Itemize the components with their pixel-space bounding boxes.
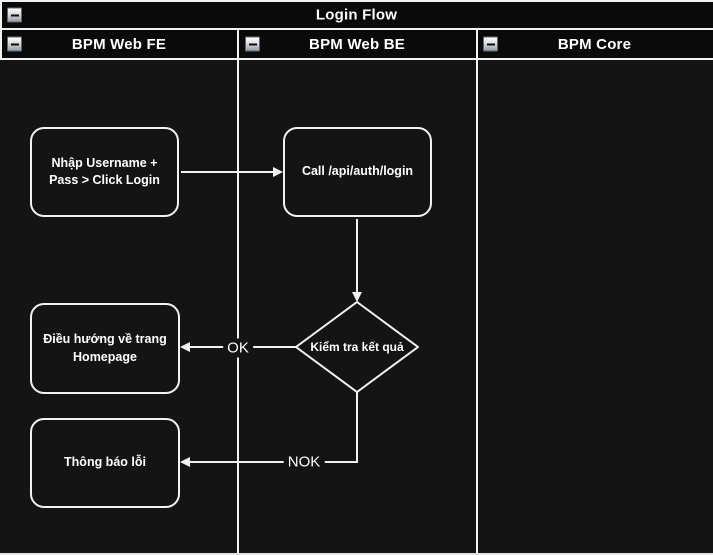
edge-credentials-to-api[interactable] xyxy=(181,171,275,173)
lane-header-bpm-web-be[interactable]: BPM Web BE xyxy=(238,30,476,60)
collapse-minus-icon[interactable] xyxy=(483,36,498,52)
lane-title: BPM Web FE xyxy=(71,35,167,53)
minus-glyph xyxy=(486,43,495,45)
arrowhead-down xyxy=(352,292,362,302)
minus-glyph xyxy=(248,43,257,45)
node-label: Nhập Username + Pass > Click Login xyxy=(49,155,160,188)
edge-label-nok[interactable]: NOK xyxy=(283,452,325,472)
lane-divider xyxy=(237,30,239,553)
pool-title: Login Flow xyxy=(315,6,398,24)
edge-decision-nok-horizontal[interactable] xyxy=(190,461,358,463)
collapse-minus-icon[interactable] xyxy=(245,36,260,52)
edge-api-to-decision[interactable] xyxy=(356,219,358,293)
pool-bottom-border xyxy=(0,553,713,555)
node-label: Kiểm tra kết quả xyxy=(310,340,404,354)
arrowhead-left xyxy=(180,342,190,352)
node-call-login-api[interactable]: Call /api/auth/login xyxy=(283,127,432,217)
lane-divider xyxy=(476,30,478,553)
arrowhead-left xyxy=(180,457,190,467)
node-label: Call /api/auth/login xyxy=(301,164,414,179)
minus-glyph xyxy=(10,14,19,16)
lane-title: BPM Web BE xyxy=(309,35,405,53)
node-label: Thông báo lỗi xyxy=(64,455,146,470)
node-error-notification[interactable]: Thông báo lỗi xyxy=(30,418,180,508)
node-enter-credentials[interactable]: Nhập Username + Pass > Click Login xyxy=(30,127,179,217)
arrowhead-right xyxy=(273,167,283,177)
pool-left-border xyxy=(0,0,2,60)
edge-label-ok[interactable]: OK xyxy=(223,338,253,358)
minus-glyph xyxy=(10,43,19,45)
collapse-minus-icon[interactable] xyxy=(7,36,22,52)
node-navigate-homepage[interactable]: Điều hướng về trang Homepage xyxy=(30,303,180,394)
lane-header-bpm-web-fe[interactable]: BPM Web FE xyxy=(0,30,238,60)
lane-header-row: BPM Web FE BPM Web BE BPM Core xyxy=(0,30,713,60)
lane-title: BPM Core xyxy=(557,35,632,53)
diamond-shape xyxy=(295,301,419,393)
node-label: Điều hướng về trang Homepage xyxy=(43,332,167,364)
lane-header-bpm-core[interactable]: BPM Core xyxy=(476,30,713,60)
pool-title-bar[interactable]: Login Flow xyxy=(0,0,713,30)
collapse-minus-icon[interactable] xyxy=(7,7,22,23)
node-check-result-decision[interactable]: Kiểm tra kết quả xyxy=(295,301,419,393)
edge-decision-nok-vertical[interactable] xyxy=(356,392,358,463)
